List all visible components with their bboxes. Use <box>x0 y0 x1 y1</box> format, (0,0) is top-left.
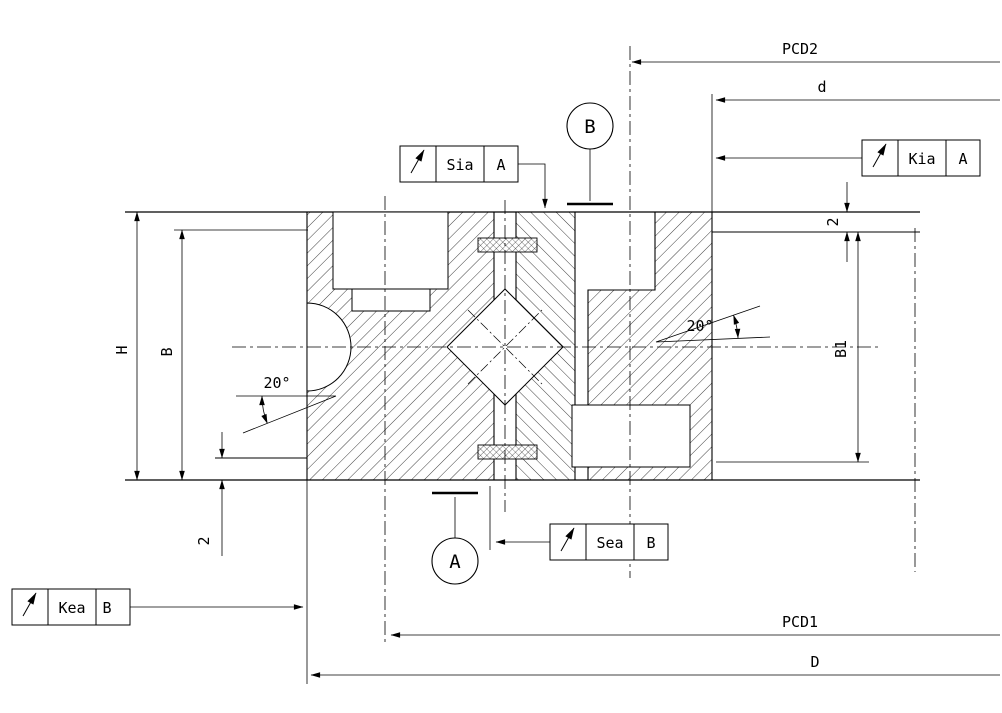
runout-icon <box>560 527 575 552</box>
runout-icon <box>410 149 425 174</box>
dim-b1-label: B1 <box>832 340 850 358</box>
frame-kea-separators <box>47 589 97 625</box>
dim-step-bottom-label: 2 <box>195 536 213 545</box>
dim-step-top-label: 2 <box>824 217 842 226</box>
datum-a: A <box>431 491 479 585</box>
seal-top <box>477 237 538 253</box>
dim-b-label: B <box>158 347 176 356</box>
angle-right-label: 20° <box>686 317 713 335</box>
frame-kea-box <box>11 588 131 626</box>
seal-bottom <box>477 444 538 460</box>
frame-kia-separators <box>897 140 947 176</box>
frame-kea-datum: B <box>102 599 111 617</box>
dim-step-top: 2 <box>824 182 850 262</box>
frame-sia: Sia A <box>399 145 548 209</box>
angle-right: 20° <box>655 305 771 343</box>
angle-left: 20° <box>236 374 337 434</box>
dim-b: B <box>158 229 308 481</box>
dim-h-label: H <box>113 345 131 354</box>
runout-icon <box>22 592 37 617</box>
dim-d: d <box>711 78 1000 212</box>
frame-kia-datum: A <box>958 150 967 168</box>
frame-sea-datum: B <box>646 534 655 552</box>
dim-outer-diameter: D <box>306 480 1000 684</box>
cutouts <box>306 211 691 468</box>
dim-d-outer-label: D <box>810 653 819 671</box>
frame-kia-label: Kia <box>908 150 935 168</box>
angle-right-arc <box>733 314 741 339</box>
frame-kea: Kea B <box>11 588 304 626</box>
datum-a-letter: A <box>449 551 461 573</box>
bolt-pocket-right <box>571 404 691 468</box>
frame-sia-separators <box>435 146 485 182</box>
frame-sia-leader <box>518 163 548 209</box>
frame-kea-label: Kea <box>58 599 85 617</box>
dim-pcd2-label: PCD2 <box>782 40 818 58</box>
datum-circle-b <box>566 102 614 150</box>
bolt-counterbore-left <box>332 211 449 290</box>
frame-sia-label: Sia <box>446 156 473 174</box>
seals <box>477 237 538 460</box>
centerlines <box>232 46 916 642</box>
dim-pcd1-label: PCD1 <box>782 613 818 631</box>
frame-sea-label: Sea <box>596 534 623 552</box>
frame-sia-datum: A <box>496 156 505 174</box>
face-lines <box>125 211 920 481</box>
datum-circle-a <box>431 537 479 585</box>
frame-kia: Kia A <box>715 139 981 177</box>
angle-left-legs <box>236 395 337 434</box>
dim-step-bottom: 2 <box>195 432 225 556</box>
dim-b1: B1 <box>716 231 869 463</box>
datum-b: B <box>566 102 614 206</box>
dim-pcd2: PCD2 <box>631 40 1000 65</box>
dim-pcd1: PCD1 <box>390 613 1000 638</box>
bolt-hole-left <box>351 288 431 312</box>
frame-sea: Sea B <box>489 486 669 561</box>
dim-d-label: d <box>817 78 826 96</box>
datum-b-letter: B <box>584 116 595 138</box>
dim-h: H <box>113 211 140 481</box>
frame-sea-separators <box>585 524 635 560</box>
grease-nipple-notch <box>306 302 352 392</box>
runout-icon <box>872 143 887 168</box>
angle-right-legs <box>655 305 771 343</box>
angle-left-label: 20° <box>263 374 290 392</box>
angle-left-arc <box>259 395 268 424</box>
